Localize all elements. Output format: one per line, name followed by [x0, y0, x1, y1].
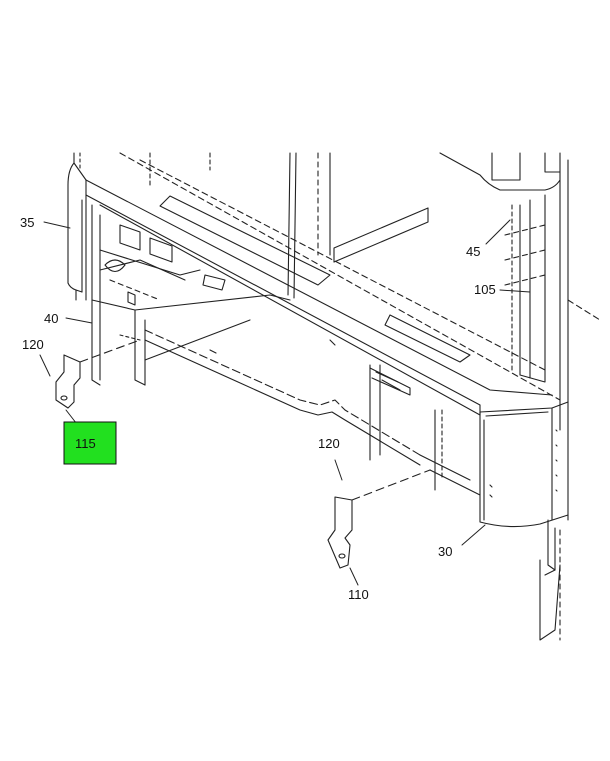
- callout-115: 115: [75, 436, 96, 451]
- callout-120-left: 120: [22, 337, 44, 352]
- right-end-cap: [479, 401, 569, 528]
- upper-ribs: [149, 152, 429, 299]
- right-lower-bracket: [539, 519, 561, 641]
- callout-40: 40: [44, 311, 58, 326]
- callout-105: 105: [474, 282, 496, 297]
- bumper-top-beam: [85, 152, 561, 416]
- lower-rail: [144, 329, 481, 496]
- highlight-box-115: [63, 421, 117, 465]
- callout-110: 110: [348, 587, 369, 602]
- right-upper-assembly: [439, 152, 601, 521]
- bracket-115: [55, 339, 141, 409]
- bracket-110: [327, 469, 431, 569]
- callout-45: 45: [466, 244, 480, 259]
- callout-30: 30: [438, 544, 452, 559]
- callout-120-lower: 120: [318, 436, 340, 451]
- left-side-panel: [67, 152, 87, 301]
- left-bracket-assembly: [91, 204, 291, 386]
- callout-35: 35: [20, 215, 34, 230]
